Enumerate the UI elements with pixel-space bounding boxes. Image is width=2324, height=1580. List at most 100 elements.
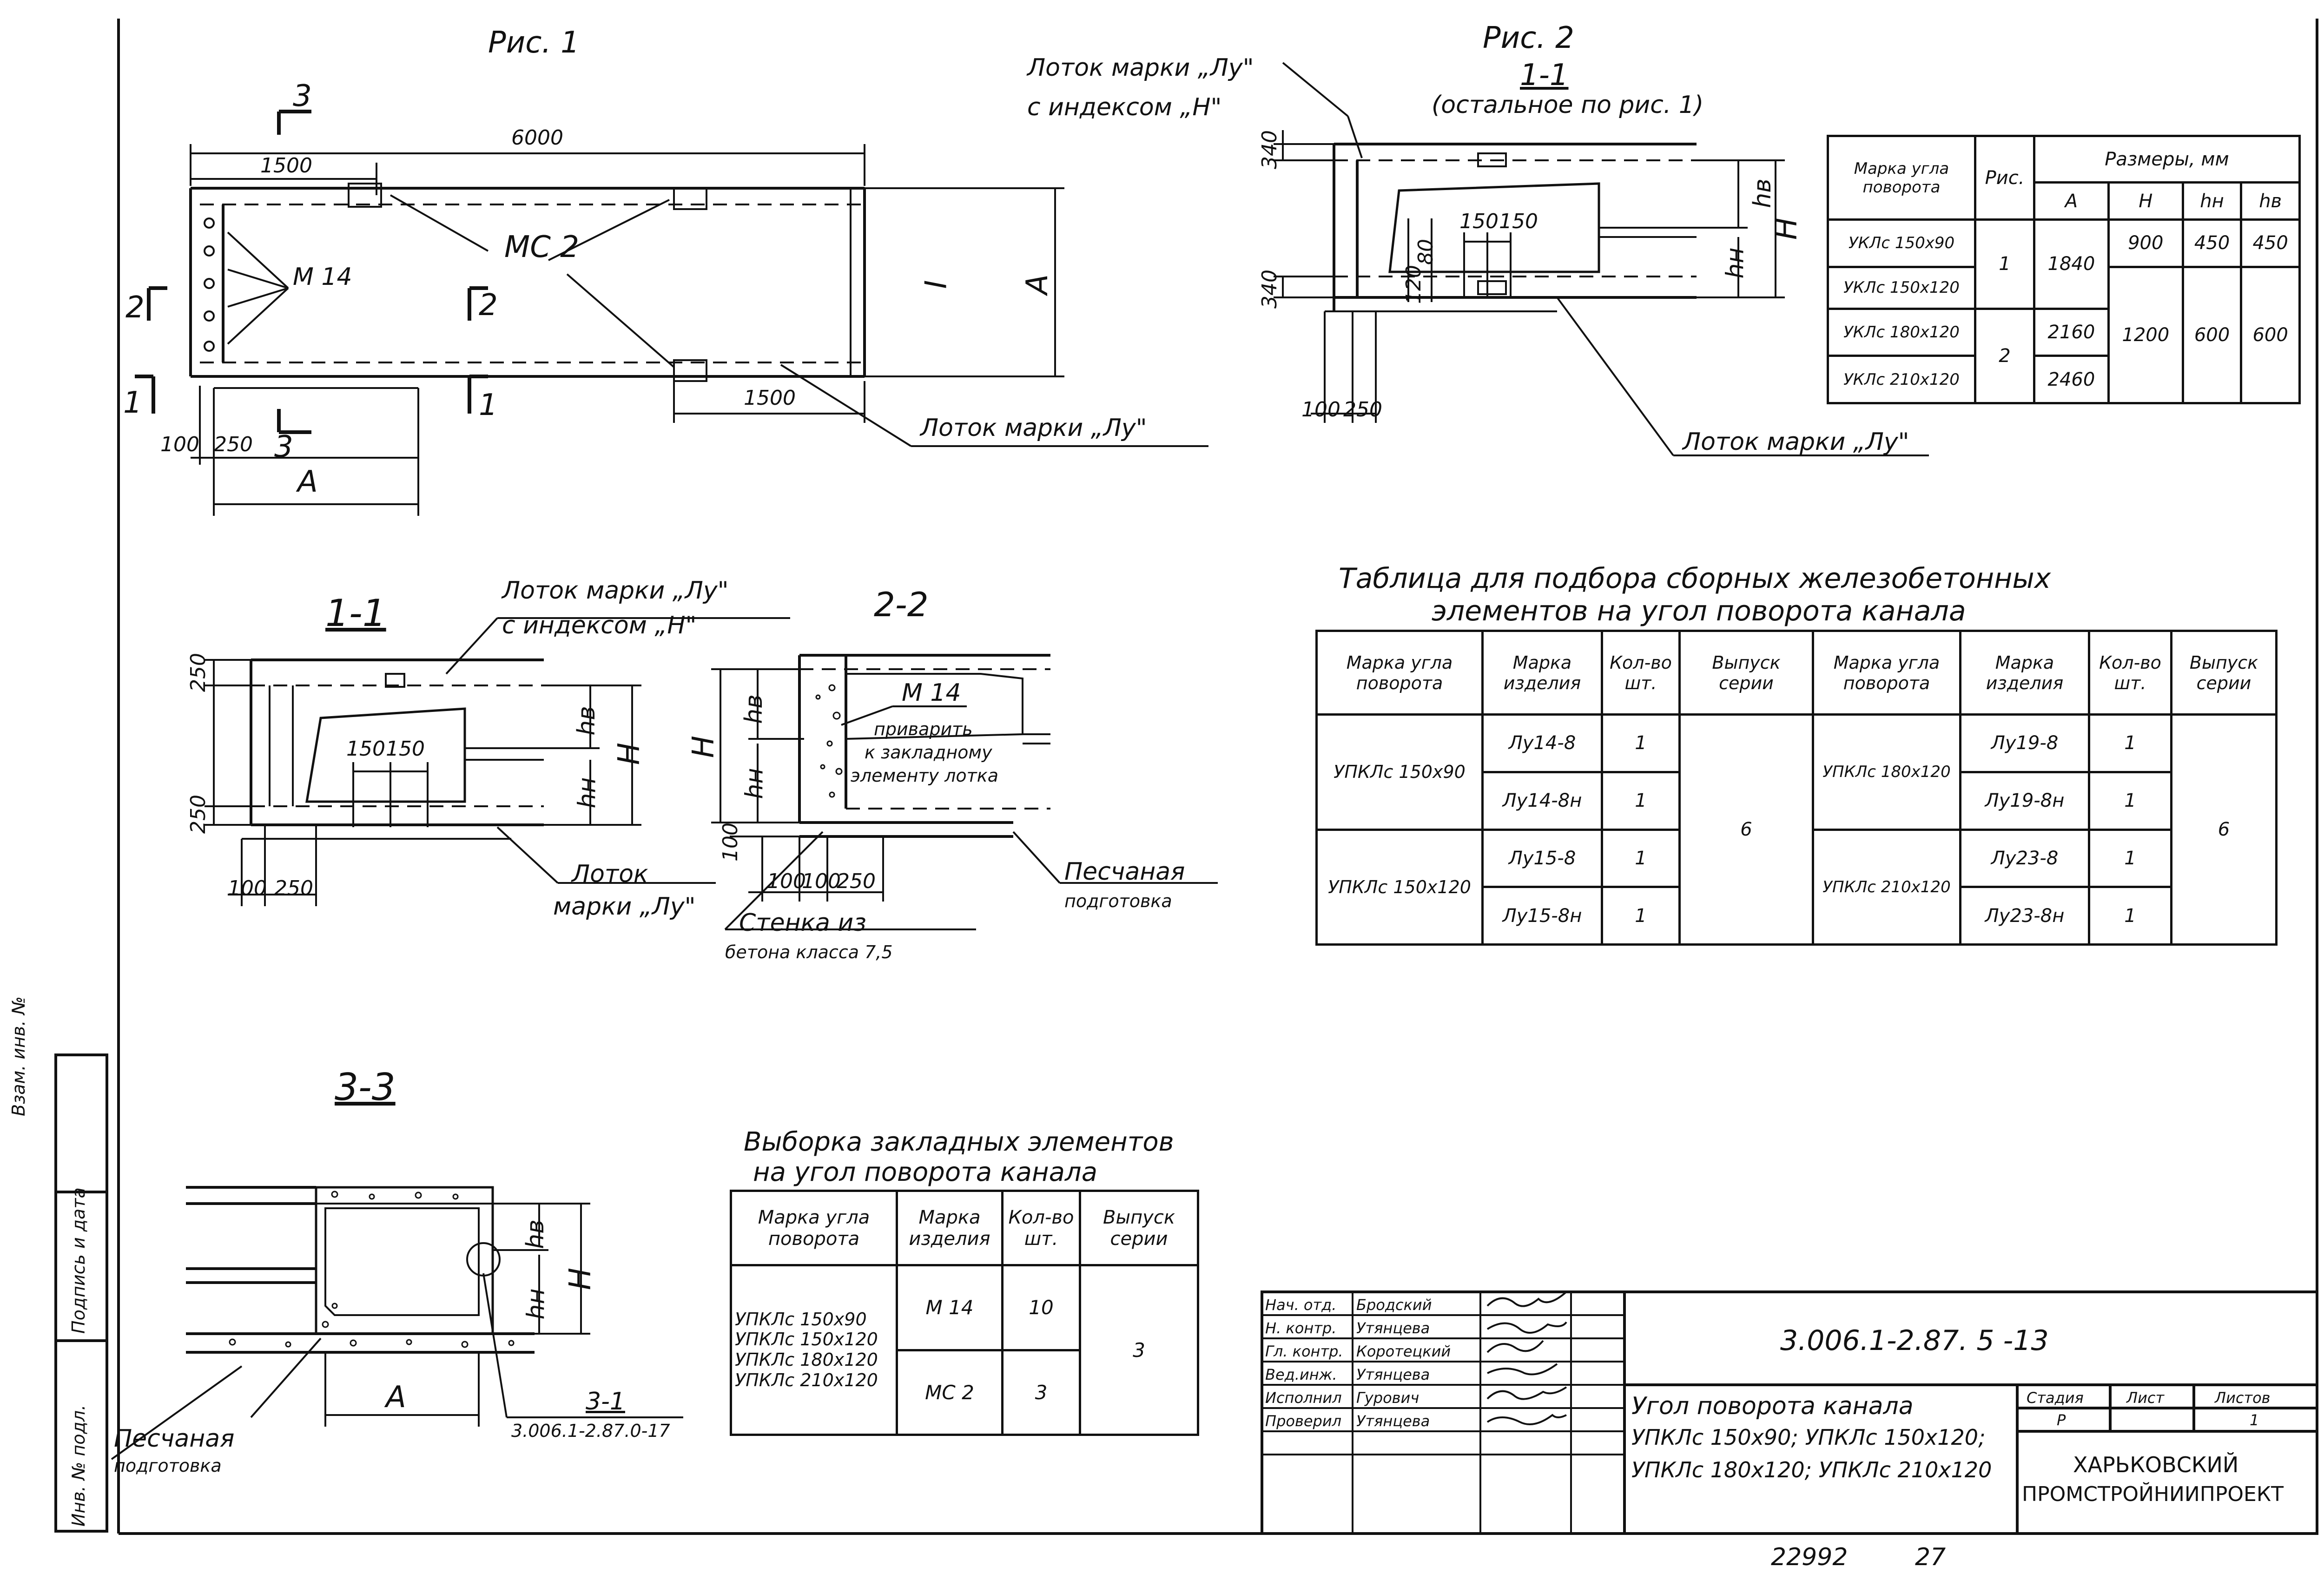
main-table-series: 6 — [1678, 713, 1814, 946]
fig1-dim-a-bottom: A — [297, 465, 318, 499]
main-table-h-series-left: Выпуск серии — [1678, 630, 1814, 716]
sec22-wall-1: Стенка из — [739, 909, 866, 937]
tb-name-4: Утянцева — [1356, 1366, 1430, 1383]
main-table-item: Лу14-8 — [1481, 713, 1603, 773]
main-table-qty: 1 — [2088, 828, 2172, 889]
size-table-a: 1840 — [2033, 218, 2110, 310]
embed-table-item: M 14 — [896, 1264, 1004, 1351]
main-table-item: Лу15-8 — [1481, 828, 1603, 889]
sec33-dim-a: A — [386, 1380, 406, 1415]
size-table: Марка угла поворота Рис. Размеры, мм A H… — [1827, 135, 2301, 405]
embed-table-title-1: Выборка закладных элементов — [744, 1127, 1174, 1157]
fig1-plan — [135, 110, 1208, 516]
fig1-dim-a-right: A — [1020, 274, 1055, 295]
sec11-lotok-bottom-1: Лоток — [572, 860, 648, 888]
embed-table-mark: УПКЛс 150х90 — [735, 1309, 867, 1330]
footer-page: 27 — [1915, 1543, 1946, 1571]
fig2-section — [1274, 62, 1929, 456]
fig2-dim-150-b: 150 — [1499, 210, 1538, 233]
tb-org-line-2: ПРОМСТРОЙНИИПРОЕКТ — [2022, 1482, 2284, 1506]
embed-table-h-series: Выпуск серии — [1079, 1190, 1199, 1266]
tb-name-line-2: УПКЛс 150х90; УПКЛс 150х120; — [1631, 1425, 1986, 1450]
size-table-h-sizes: Размеры, мм — [2033, 135, 2301, 184]
fig2-title: Рис. 2 — [1483, 21, 1574, 55]
tb-name-line-3: УПКЛс 180х120; УПКЛс 210х120 — [1631, 1457, 1992, 1482]
sec11-dim-hh: hн — [573, 777, 601, 809]
fig1-cut-3-top: 3 — [293, 79, 312, 113]
fig2-dim-100: 100 — [1301, 398, 1340, 421]
fig1-label-m14: M 14 — [293, 263, 352, 291]
sec11-dim-h: H — [612, 742, 647, 765]
tb-sheet-label: Лист — [2126, 1389, 2165, 1407]
fig2-dim-250: 250 — [1343, 398, 1382, 421]
embed-table-marks: УПКЛс 150х90 УПКЛс 150х120 УПКЛс 180х120… — [730, 1264, 898, 1436]
fig1-cut-2-right: 2 — [479, 288, 498, 323]
main-table-series: 6 — [2170, 713, 2278, 946]
sec33-dim-hb: hв — [521, 1219, 549, 1249]
fig2-dim-150-a: 150 — [1459, 210, 1499, 233]
sec22-dim-100-a: 100 — [767, 869, 806, 893]
tb-name-1: Бродский — [1356, 1296, 1432, 1314]
fig2-dim-340-bottom: 340 — [1257, 270, 1281, 309]
main-table-mark: УПКЛс 180х120 — [1812, 713, 1961, 831]
sec33-sand-2: подготовка — [114, 1455, 222, 1476]
side-stamp-replaced-inv: Взам. инв. № — [8, 996, 29, 1116]
tb-org-line-1: ХАРЬКОВСКИЙ — [2073, 1452, 2239, 1477]
sec22-dim-250: 250 — [837, 869, 876, 893]
fig1-cut-3-bottom: 3 — [274, 430, 293, 464]
size-table-h-mark: Марка угла поворота — [1827, 135, 1976, 221]
embed-table-qty: 3 — [1001, 1349, 1081, 1436]
sec22-dim-100-b: 100 — [802, 869, 841, 893]
sec22-dim-100-side: 100 — [718, 823, 742, 862]
fig1-dim-length: 6000 — [511, 126, 563, 150]
fig1-dim-100: 100 — [160, 433, 199, 456]
size-table-fig: 2 — [1974, 307, 2035, 404]
sec11-dim-250-bottom: 250 — [186, 795, 210, 834]
size-table-hb: 450 — [2240, 218, 2301, 268]
tb-name-6: Утянцева — [1356, 1412, 1430, 1430]
main-table-title-1: Таблица для подбора сборных железобетонн… — [1339, 562, 2051, 595]
embed-table-series: 3 — [1079, 1264, 1199, 1436]
main-table-h-mark-left: Марка угла поворота — [1315, 630, 1484, 716]
sec22-m14: M 14 — [902, 679, 961, 707]
main-table-qty: 1 — [2088, 713, 2172, 773]
size-table-mark: УКЛс 150х90 — [1827, 218, 1976, 268]
sec11-title: 1-1 — [325, 592, 386, 635]
fig1-dim-250: 250 — [214, 433, 253, 456]
tb-name-line-1: Угол поворота канала — [1631, 1392, 1914, 1420]
sec33-dim-h: H — [563, 1267, 598, 1290]
side-stamp-signature-date: Подпись и дата — [68, 1187, 89, 1334]
fig2-dim-120: 120 — [1401, 265, 1426, 304]
main-table-item: Лу19-8н — [1959, 770, 2090, 831]
size-table-fig: 1 — [1974, 218, 2035, 310]
main-table-qty: 1 — [1601, 828, 1681, 889]
tb-sheets-value: 1 — [2250, 1411, 2259, 1429]
section-2-2 — [711, 654, 1218, 930]
main-table-qty: 1 — [1601, 886, 1681, 946]
main-table-item: Лу23-8 — [1959, 828, 2090, 889]
sec22-sand-1: Песчаная — [1064, 858, 1185, 886]
sec11-dim-150-a: 150 — [346, 737, 385, 761]
embed-table-h-item: Марка изделия — [896, 1190, 1004, 1266]
main-table-item: Лу19-8 — [1959, 713, 2090, 773]
fig2-dim-340-top: 340 — [1257, 130, 1281, 169]
fig1-dim-inner: I — [919, 280, 954, 289]
main-table-title-2: элементов на угол поворота канала — [1432, 595, 1966, 627]
sec33-dim-hh: hн — [522, 1288, 550, 1320]
fig1-label-mc2: MC 2 — [504, 230, 579, 264]
size-table-h-hh: hн — [2181, 181, 2243, 221]
main-table-qty: 1 — [2088, 886, 2172, 946]
footer-number: 22992 — [1771, 1543, 1848, 1571]
size-table-h: 1200 — [2107, 265, 2184, 405]
tb-role-5: Исполнил — [1265, 1389, 1342, 1407]
main-table-mark: УПКЛс 150х90 — [1315, 713, 1484, 831]
tb-doc-number: 3.006.1-2.87. 5 -13 — [1780, 1324, 2049, 1357]
tb-role-4: Вед.инж. — [1265, 1366, 1337, 1383]
size-table-hb: 600 — [2240, 265, 2301, 405]
sec33-sand-1: Песчаная — [114, 1425, 235, 1453]
fig1-cut-1-left: 1 — [123, 386, 142, 420]
embed-table-item: MC 2 — [896, 1349, 1004, 1436]
embed-table-title-2: на угол поворота канала — [753, 1157, 1098, 1187]
embed-table-mark: УПКЛс 180х120 — [735, 1350, 878, 1370]
